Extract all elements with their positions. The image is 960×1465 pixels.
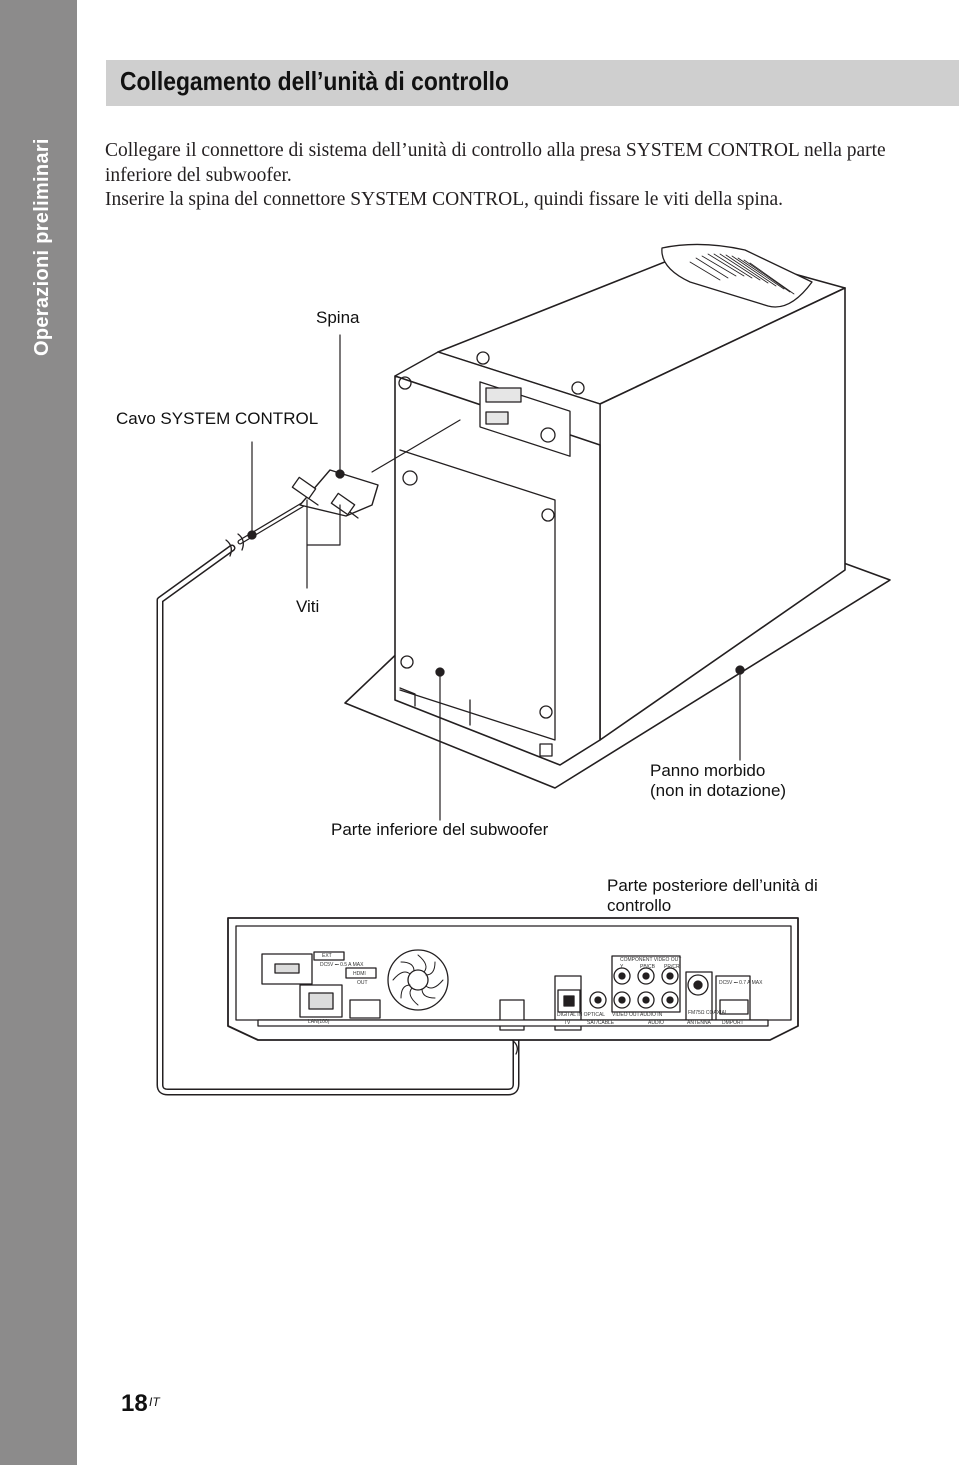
cavo-leader-dot [247,530,257,540]
panel-label-hdmi: HDMI [353,971,366,977]
panel-label-sat-cable: SAT/CABLE [587,1020,615,1026]
spina-leader-dot [335,469,345,479]
side-tab [0,0,77,1465]
callout-parte-posteriore-line2: controllo [607,896,672,915]
panel-label-tv: TV [564,1020,571,1026]
page-language-suffix: IT [149,1395,160,1409]
panel-label-dc-ext: DC5V ⎓ 0.5 A MAX [320,962,364,968]
section-title: Collegamento dell’unità di controllo [120,66,509,96]
cooling-fan [387,949,449,1011]
panel-label-video-out: VIDEO OUT [612,1012,640,1018]
panel-label-audio-in: AUDIO IN [640,1012,663,1018]
callout-panno-line1: Panno morbido [650,761,766,780]
subwoofer [394,243,846,766]
panel-label-antenna: ANTENNA [687,1020,712,1026]
control-unit-rear-panel [227,917,799,1041]
panel-label-dmport: DMPORT [722,1020,744,1026]
panel-label-ext: EXT [322,953,332,959]
callout-parte-posteriore-line1: Parte posteriore dell’unità di [607,876,818,895]
panel-label-pr: PR/CR [664,964,680,970]
callout-spina: Spina [316,308,360,327]
panel-label-lan: LAN(100) [308,1019,330,1025]
panel-label-hdmi-out: OUT [357,980,368,986]
system-control-plug [291,419,461,519]
hdmi-out-port [349,999,381,1019]
panel-label-pb: PB/CB [640,964,656,970]
panel-label-y: Y [620,964,624,970]
panel-label-component: COMPONENT VIDEO OUT [620,957,681,963]
panel-label-audio: AUDIO [648,1020,664,1026]
callout-viti: Viti [296,597,320,616]
intro-paragraph-2: Inserire la spina del connettore SYSTEM … [105,189,784,210]
dmport [719,999,749,1015]
bottom-leader-dot [435,667,445,677]
page-number: 18 [121,1390,148,1417]
intro-paragraph-1: Collegare il connettore di sistema dell’… [105,140,886,186]
fm-antenna-jack [687,974,709,996]
panel-label-fm-coaxial: FM75Ω COAXIAL [688,1010,728,1016]
panel-label-digital-in: DIGITAL IN OPTICAL [557,1012,605,1018]
panel-label-dc-dmport: DC5V ⎓ 0.7 A MAX [719,980,763,986]
callout-leaders [251,334,741,1041]
cloth-leader-dot [735,665,745,675]
callout-parte-inferiore: Parte inferiore del subwoofer [331,820,549,839]
intro-text: Collegare il connettore di sistema dell’… [105,139,955,213]
callout-cavo-system-control: Cavo SYSTEM CONTROL [116,409,319,428]
section-header-bar [106,60,959,106]
rca-jacks [589,967,679,1009]
callout-panno-line2: (non in dotazione) [650,781,787,800]
